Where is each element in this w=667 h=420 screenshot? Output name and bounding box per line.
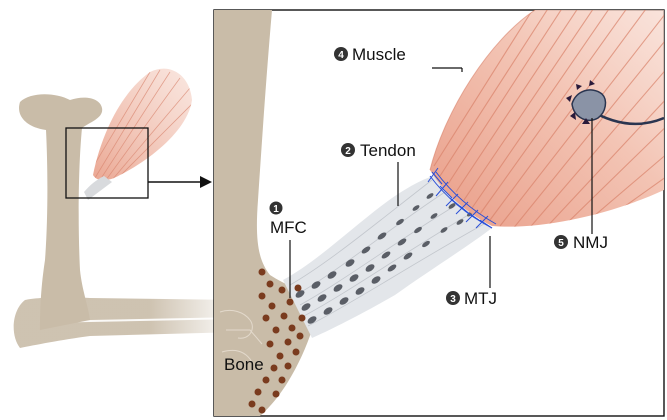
svg-text:4: 4 bbox=[338, 50, 344, 61]
svg-text:Bone: Bone bbox=[224, 355, 264, 374]
svg-text:3: 3 bbox=[450, 294, 456, 305]
nmj-terminal bbox=[572, 90, 605, 120]
svg-text:Muscle: Muscle bbox=[352, 45, 406, 64]
svg-text:NMJ: NMJ bbox=[573, 233, 608, 252]
overview-humerus bbox=[19, 94, 102, 330]
svg-text:5: 5 bbox=[558, 238, 564, 249]
svg-text:1: 1 bbox=[273, 204, 279, 215]
svg-text:Tendon: Tendon bbox=[360, 141, 416, 160]
label-bone: Bone bbox=[224, 355, 264, 374]
svg-text:MTJ: MTJ bbox=[464, 289, 497, 308]
svg-text:MFC: MFC bbox=[270, 218, 307, 237]
overview-figure bbox=[14, 60, 240, 348]
svg-text:2: 2 bbox=[345, 146, 351, 157]
arrow-icon bbox=[200, 176, 212, 188]
